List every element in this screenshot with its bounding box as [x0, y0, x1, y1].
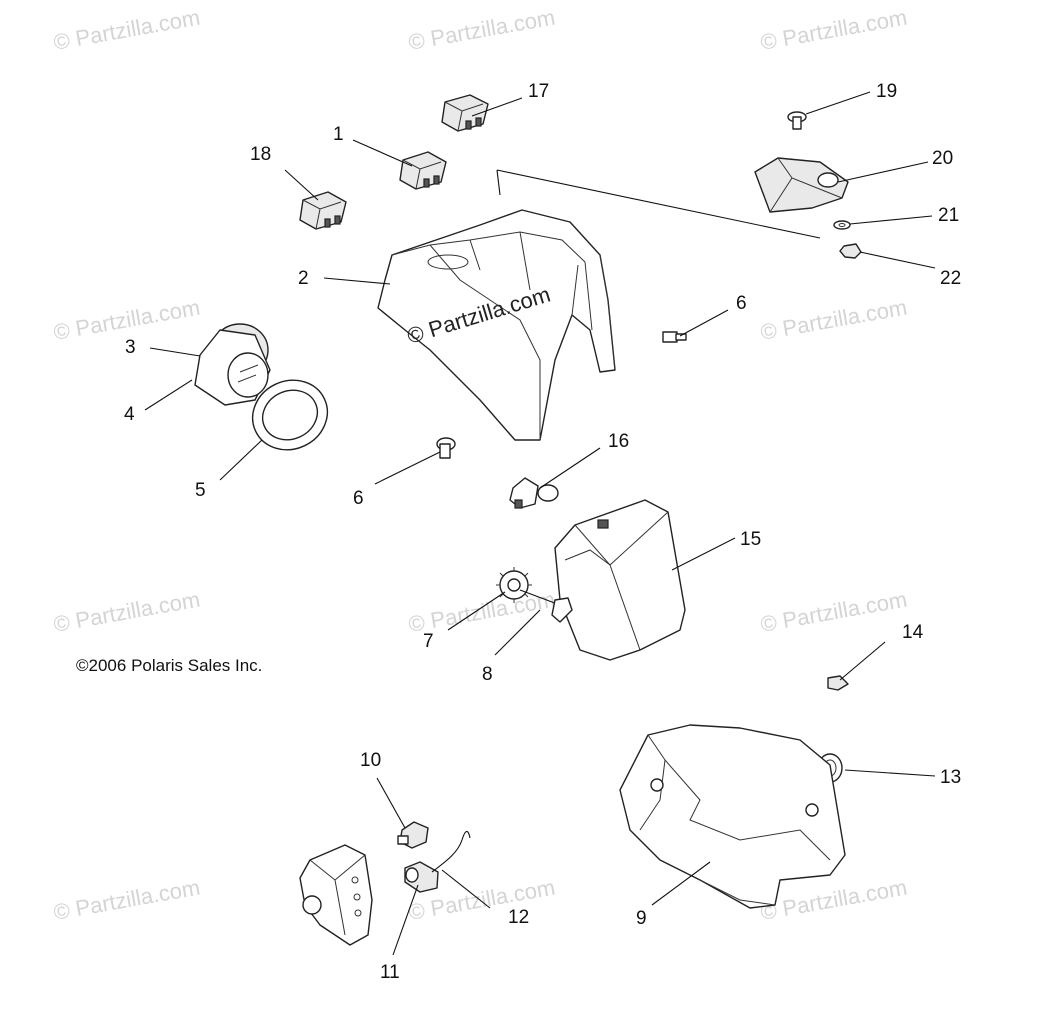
callout-22: 22: [940, 268, 961, 289]
part-17-switch: [441, 94, 489, 132]
callout-6-upper: 6: [736, 293, 747, 314]
callout-3: 3: [125, 337, 136, 358]
watermark: © Partzilla.com: [407, 587, 557, 637]
part-8-rod: [519, 589, 573, 623]
callout-11: 11: [380, 962, 400, 983]
callout-21: 21: [938, 205, 959, 226]
callout-2: 2: [298, 268, 309, 289]
callout-9: 9: [636, 908, 647, 929]
callout-labels: 17 1 18 19 20 21 22 2 6 3 4 5 6 16 15 7 …: [124, 81, 961, 983]
callout-19: 19: [876, 81, 897, 102]
leader-lines: [144, 91, 936, 956]
part-10-bolt: [397, 821, 429, 849]
part-14-clip: [827, 675, 849, 691]
part-3-4-knob: [194, 323, 271, 406]
part-19-screw: [787, 111, 807, 130]
part-5-ring: [251, 379, 329, 451]
watermark: © Partzilla.com: [407, 5, 557, 55]
part-7-adjuster: [496, 567, 532, 603]
part-21-washer: [833, 220, 851, 230]
callout-10: 10: [360, 750, 381, 771]
watermark: © Partzilla.com: [759, 875, 909, 925]
part-22-nut: [839, 243, 862, 259]
callout-5: 5: [195, 480, 206, 501]
callout-4: 4: [124, 404, 135, 425]
callout-15: 15: [740, 529, 761, 550]
callout-6-lower: 6: [353, 488, 364, 509]
callout-20: 20: [932, 148, 953, 169]
callout-1: 1: [333, 124, 344, 145]
part-15-headlight: [554, 499, 686, 661]
copyright-text: ©2006 Polaris Sales Inc.: [76, 656, 262, 675]
part-11-sensor: [404, 861, 439, 893]
part-20-bracket: [754, 157, 849, 213]
part-12-wire: [431, 830, 471, 873]
part-2-housing: [377, 209, 616, 441]
part-1-switch: [399, 151, 447, 190]
watermark: © Partzilla.com: [52, 875, 202, 925]
watermark: © Partzilla.com: [52, 5, 202, 55]
callout-7: 7: [423, 631, 434, 652]
callout-8: 8: [482, 664, 493, 685]
watermark: © Partzilla.com: [759, 5, 909, 55]
part-6-bolt-upper: [662, 331, 687, 343]
part-9-lower-pod: [619, 724, 846, 909]
part-6-bolt-lower: [436, 437, 456, 459]
part-18-switch: [299, 191, 347, 230]
part-switch-housing: [299, 844, 373, 946]
watermark: © Partzilla.com: [759, 295, 909, 345]
callout-18: 18: [250, 144, 271, 165]
callout-13: 13: [940, 767, 961, 788]
watermark: © Partzilla.com: [759, 587, 909, 637]
callout-17: 17: [528, 81, 549, 102]
assembly-line: [496, 169, 821, 239]
callout-16: 16: [608, 431, 629, 452]
part-16-bulb: [509, 477, 559, 509]
callout-14: 14: [902, 622, 924, 643]
callout-12: 12: [508, 907, 529, 928]
watermark: © Partzilla.com: [52, 587, 202, 637]
